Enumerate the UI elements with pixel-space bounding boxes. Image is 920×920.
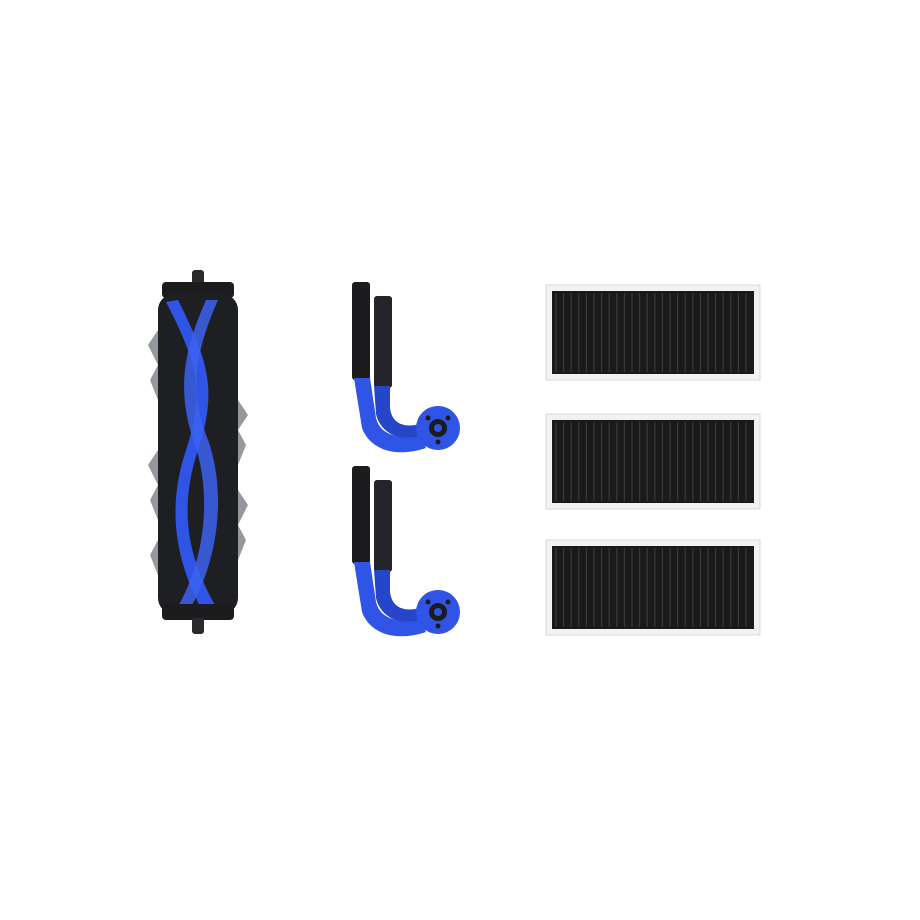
side-brush: [340, 462, 470, 642]
side-brush: [340, 278, 470, 458]
filter: [545, 539, 761, 636]
filter: [545, 413, 761, 510]
filter-media: [552, 291, 754, 374]
filter-media: [552, 420, 754, 503]
filter-media: [552, 546, 754, 629]
main-roller-brush: [148, 270, 248, 640]
filter: [545, 284, 761, 381]
